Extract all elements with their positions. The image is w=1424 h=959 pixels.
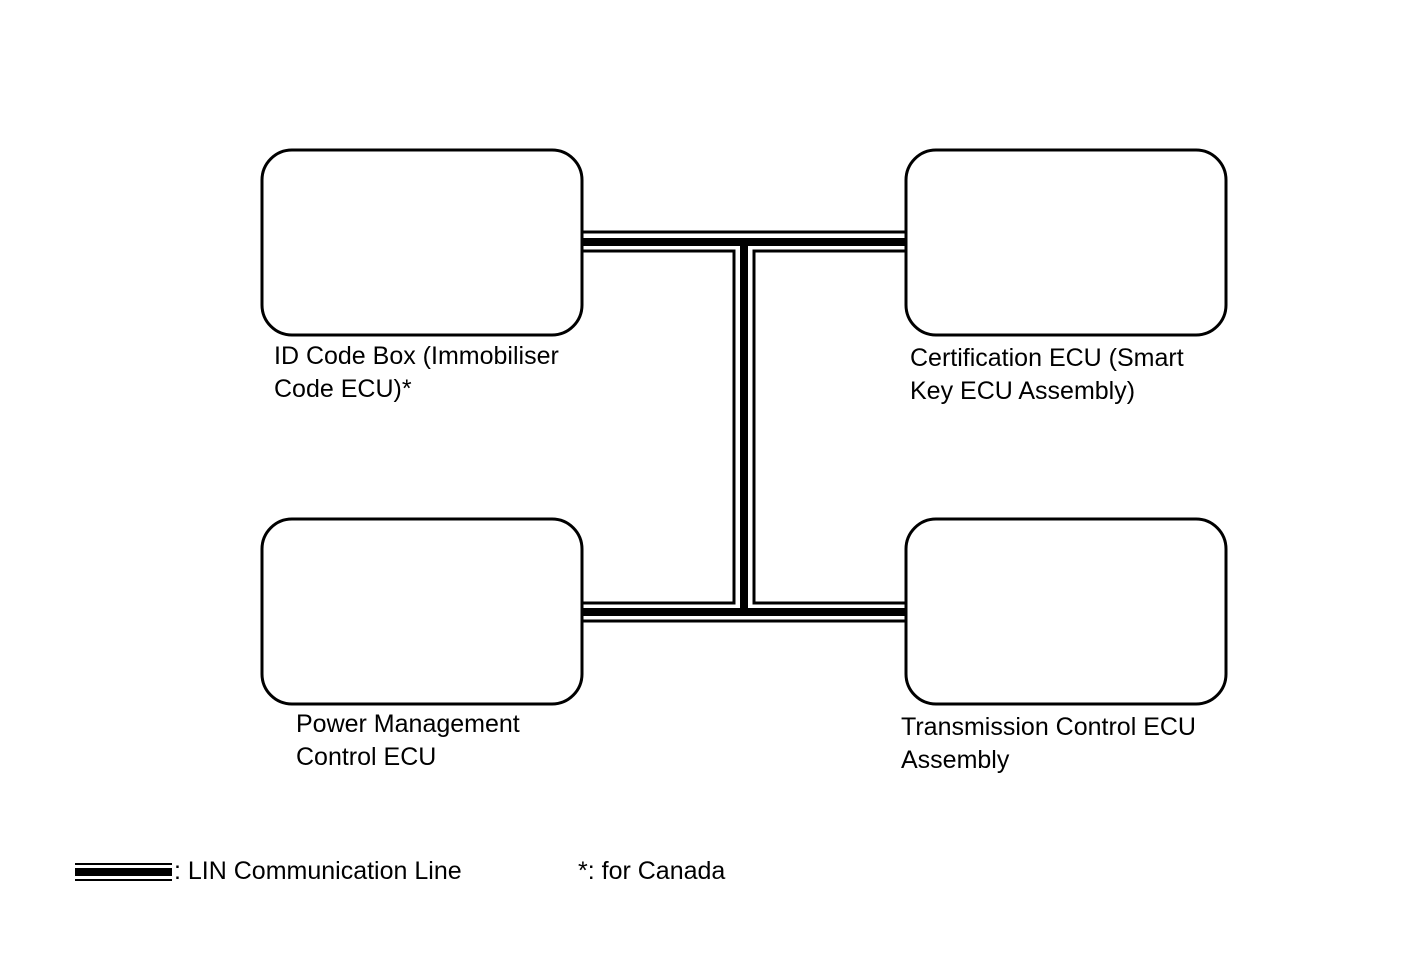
label-line: Transmission Control ECU — [901, 713, 1196, 741]
transmission-control-ecu-block — [904, 517, 1228, 706]
label-line: Certification ECU (Smart — [910, 344, 1184, 372]
transmission-control-ecu-label: Transmission Control ECU Assembly — [901, 711, 1196, 777]
legend-lin-label: : LIN Communication Line — [174, 857, 462, 885]
legend-footnote: *: for Canada — [578, 857, 726, 885]
lin-bus — [580, 230, 908, 623]
power-management-ecu-label: Power Management Control ECU — [296, 708, 520, 774]
label-line: Code ECU)* — [274, 375, 412, 403]
id-code-box-label: ID Code Box (Immobiliser Code ECU)* — [274, 340, 559, 406]
certification-ecu-label: Certification ECU (Smart Key ECU Assembl… — [910, 342, 1184, 408]
label-line: Control ECU — [296, 743, 437, 771]
id-code-box-block — [260, 148, 584, 337]
label-line: Key ECU Assembly) — [910, 377, 1136, 405]
label-line: Assembly — [901, 746, 1010, 774]
legend-lin-symbol — [75, 863, 172, 881]
label-line: ID Code Box (Immobiliser — [274, 342, 559, 370]
label-line: Power Management — [296, 710, 520, 738]
certification-ecu-block — [904, 148, 1228, 337]
power-management-ecu-block — [260, 517, 584, 706]
